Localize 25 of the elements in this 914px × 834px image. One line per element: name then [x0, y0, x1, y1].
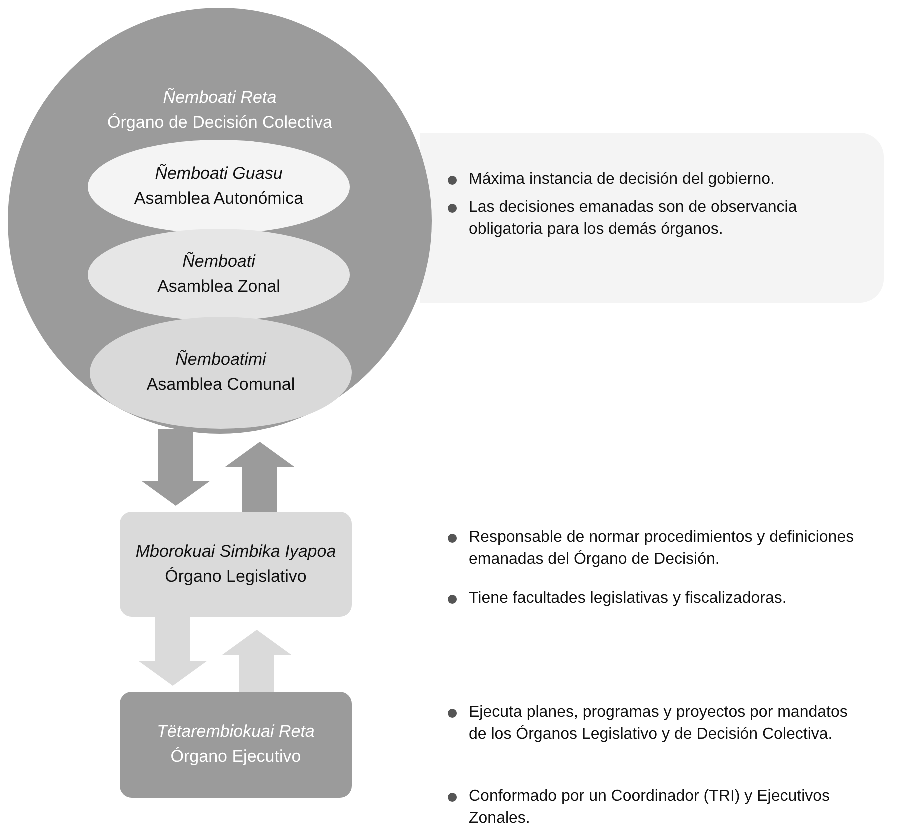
node-subtitle: Órgano Ejecutivo	[170, 746, 302, 768]
block-arrow	[226, 442, 294, 512]
node-subtitle: Asamblea Autonómica	[134, 188, 304, 210]
node-title: Mborokuai Simbika Iyapoa	[136, 540, 336, 563]
node-subtitle: Órgano de Decisión Colectiva	[108, 112, 332, 134]
organ-box	[120, 692, 352, 798]
block-arrow	[142, 429, 210, 506]
node-title: Tëtarembiokuai Reta	[157, 721, 315, 744]
node-title: Ñemboati Guasu	[155, 163, 283, 186]
organ-box	[120, 512, 352, 617]
node-subtitle: Asamblea Comunal	[146, 374, 296, 396]
bullet-text: Ejecuta planes, programas y proyectos por mandatos de los Órganos Legislativo y de Decisión Colectiva.	[469, 703, 849, 745]
node-title: Ñemboati Reta	[163, 87, 277, 109]
node-title: Ñemboati	[182, 251, 256, 274]
node-subtitle: Órgano Legislativo	[165, 566, 307, 588]
bullet-text: Conformado por un Coordinador (TRI) y Ejecutivos Zonales.	[469, 787, 832, 829]
bullet-text: Las decisiones emanadas son de observancia obligatoria para los demás órganos.	[469, 198, 798, 240]
block-arrow	[138, 617, 208, 686]
node-title: Ñemboatimi	[176, 349, 266, 372]
description-panel	[420, 133, 884, 303]
bullet-text: Máxima instancia de decisión del gobierno.	[469, 170, 775, 190]
node-subtitle: Asamblea Zonal	[158, 276, 280, 298]
bullet-text: Responsable de normar procedimientos y definiciones emanadas del Órgano de Decisión.	[469, 528, 856, 570]
block-arrow	[222, 630, 292, 692]
bullet-text: Tiene facultades legislativas y fiscalizadoras.	[469, 589, 787, 609]
